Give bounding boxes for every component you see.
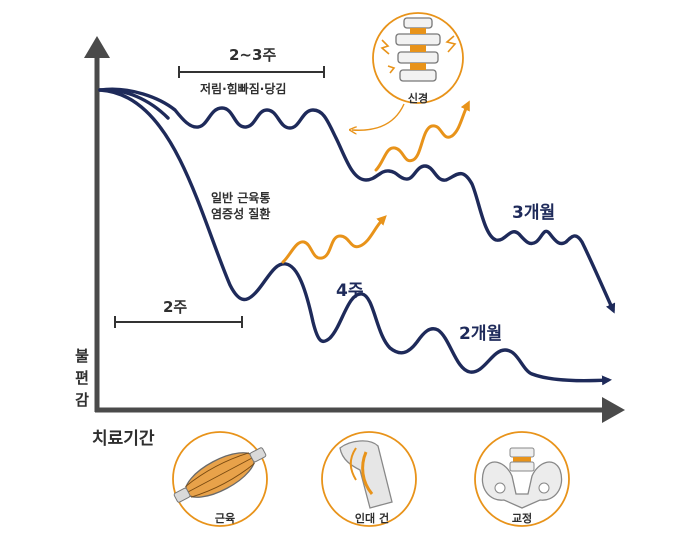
two-weeks-label: 2주 xyxy=(163,298,188,316)
bracket-2-3-weeks xyxy=(178,66,325,78)
two-months-label: 2개월 xyxy=(459,324,503,344)
duration-2-3-weeks-label: 2~3주 xyxy=(229,46,277,64)
three-months-label: 3개월 xyxy=(512,203,556,223)
bracket-2-weeks xyxy=(114,316,243,328)
y-axis-label-char: 불 xyxy=(75,347,89,365)
pelvis-alignment-icon xyxy=(474,431,570,527)
muscle-icon xyxy=(172,431,268,527)
symptoms-label: 저림·힘빠짐·당김 xyxy=(200,82,287,96)
x-axis-arrowhead xyxy=(602,397,625,423)
four-weeks-label: 4주 xyxy=(336,281,364,301)
nerve-spine-icon xyxy=(372,12,464,104)
x-axis-label: 치료기간 xyxy=(92,429,155,449)
muscle-caption: 근육 xyxy=(214,512,236,525)
y-axis-label: 불 편 감 xyxy=(73,345,91,411)
orange-arrow-lower xyxy=(281,215,387,264)
ligament-tendon-icon xyxy=(321,431,417,527)
orange-arrow-upper xyxy=(374,100,470,172)
general-condition-label-line1: 일반 근육통 xyxy=(211,191,271,205)
general-condition-label-line2: 염증성 질환 xyxy=(211,207,271,221)
orange-pointer-to-nerve xyxy=(352,103,405,130)
curve-nerve-3-months xyxy=(98,87,616,314)
y-axis-label-char: 감 xyxy=(75,391,89,409)
y-axis-arrowhead xyxy=(84,36,110,58)
alignment-caption: 교정 xyxy=(511,512,533,525)
y-axis-label-char: 편 xyxy=(75,369,89,387)
ligament-caption: 인대 건 xyxy=(354,512,390,525)
axes xyxy=(84,36,625,423)
curve-general-start xyxy=(98,88,170,120)
nerve-caption: 신경 xyxy=(407,92,429,105)
curve-general-2-months xyxy=(98,88,612,386)
